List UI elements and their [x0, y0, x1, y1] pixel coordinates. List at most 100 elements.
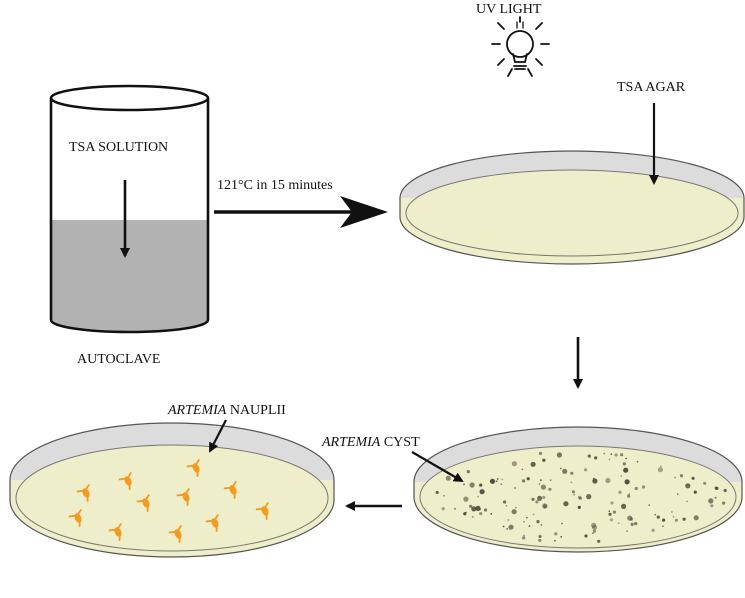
uv-light-bulb-icon — [491, 16, 550, 77]
artemia-cyst — [573, 493, 575, 496]
artemia-cyst — [561, 522, 563, 525]
artemia-cyst — [479, 508, 482, 511]
artemia-cyst — [522, 479, 526, 483]
artemia-cyst — [603, 452, 606, 455]
artemia-cyst — [630, 522, 634, 527]
artemia-cyst — [522, 536, 526, 540]
artemia-cyst — [514, 506, 517, 509]
artemia-cyst — [622, 462, 626, 466]
artemia-cyst — [441, 507, 445, 511]
artemia-cyst — [479, 483, 483, 487]
artemia-cyst — [623, 467, 629, 473]
artemia-cyst — [503, 500, 507, 504]
artemia-cyst — [531, 497, 535, 501]
artemia-cyst — [662, 525, 664, 528]
artemia-cyst — [445, 475, 451, 481]
artemia-cyst — [651, 528, 655, 532]
artemia-cyst — [502, 525, 505, 528]
artemia-cyst — [477, 495, 479, 498]
artemia-cyst — [641, 485, 646, 489]
artemia-cyst — [523, 520, 525, 523]
autoclave-condition-label: 121°C in 15 minutes — [217, 178, 333, 193]
artemia-cyst — [686, 500, 688, 503]
artemia-cyst — [507, 519, 510, 521]
artemia-nauplius — [118, 472, 132, 490]
artemia-cyst — [685, 483, 691, 489]
artemia-cyst — [554, 532, 558, 536]
artemia-cyst — [648, 504, 651, 506]
artemia-cyst — [508, 524, 514, 530]
artemia-cyst — [538, 538, 542, 542]
petri-dish-artemia-cyst — [413, 426, 743, 553]
artemia-cyst — [489, 478, 496, 484]
artemia-cyst — [578, 496, 582, 500]
artemia-cyst-arrow — [411, 451, 464, 483]
artemia-cyst — [594, 456, 598, 460]
artemia-cyst — [554, 539, 556, 542]
artemia-cyst — [679, 474, 684, 478]
artemia-cyst — [628, 493, 631, 495]
agar-surface — [405, 169, 739, 257]
artemia-cyst — [560, 536, 563, 538]
artemia-cyst — [627, 494, 631, 498]
artemia-cyst — [693, 490, 697, 494]
artemia-cyst — [624, 479, 630, 485]
artemia-cyst — [511, 509, 517, 515]
artemia-nauplius — [186, 459, 200, 477]
artemia-cyst — [469, 482, 475, 488]
artemia-cyst — [526, 516, 528, 519]
artemia-cyst — [608, 512, 612, 516]
artemia-cyst — [634, 486, 638, 491]
artemia-cyst — [676, 493, 679, 496]
artemia-cyst — [626, 530, 628, 532]
artemia-cyst — [511, 461, 517, 467]
artemia-cyst — [671, 511, 673, 513]
artemia-nauplii-arrow — [209, 419, 227, 453]
artemia-cyst — [597, 539, 601, 543]
artemia-cyst — [691, 476, 695, 480]
artemia-cyst-label: ARTEMIA CYST — [321, 435, 420, 450]
artemia-cyst — [536, 520, 540, 524]
petri-dish-artemia-nauplii — [9, 422, 335, 558]
artemia-cyst — [682, 517, 686, 521]
uv-light-label: UV LIGHT — [476, 2, 542, 17]
artemia-cyst — [636, 460, 639, 463]
artemia-cyst — [703, 481, 707, 485]
artemia-cyst — [592, 478, 598, 484]
artemia-cyst — [532, 513, 535, 516]
artemia-cyst — [479, 511, 483, 516]
artemia-cyst — [723, 488, 727, 493]
artemia-cyst — [625, 457, 627, 460]
artemia-cyst — [584, 468, 588, 472]
artemia-cyst — [563, 501, 569, 507]
artemia-cyst — [612, 510, 617, 514]
process-arrowhead — [340, 196, 388, 228]
artemia-nauplius — [68, 509, 82, 527]
artemia-cyst — [592, 532, 594, 535]
artemia-cyst — [654, 513, 657, 516]
artemia-cyst — [471, 506, 477, 512]
artemia-cyst — [521, 468, 524, 471]
artemia-cyst — [674, 518, 679, 522]
artemia-cyst — [621, 503, 627, 509]
artemia-cyst — [495, 480, 498, 483]
artemia-cyst — [500, 483, 503, 485]
artemia-cyst — [454, 508, 456, 510]
artemia-cyst — [514, 487, 516, 489]
artemia-nauplius — [176, 488, 190, 506]
artemia-cyst — [577, 495, 582, 499]
artemia-cyst — [617, 522, 620, 525]
artemia-cyst — [570, 481, 573, 484]
artemia-cyst — [586, 494, 592, 500]
artemia-cyst — [505, 504, 508, 507]
tsa-agar-label: TSA AGAR — [617, 80, 686, 95]
artemia-cyst — [496, 478, 499, 480]
artemia-cyst — [708, 498, 714, 504]
artemia-nauplius — [136, 494, 150, 512]
artemia-cyst — [469, 504, 473, 508]
artemia-cyst — [540, 524, 543, 526]
tsa-liquid — [51, 220, 208, 332]
artemia-cyst — [609, 518, 614, 522]
artemia-nauplius — [108, 523, 122, 541]
